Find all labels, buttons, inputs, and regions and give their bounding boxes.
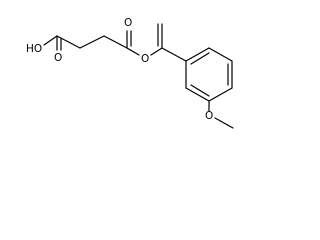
- atom-hydroxyl: HO: [26, 43, 42, 55]
- bonds: [43, 23, 234, 129]
- ring-bond-2: [208, 47, 233, 62]
- atom-ester-carbonyl-oxygen: O: [124, 17, 132, 29]
- bond-c5-ring: [161, 47, 187, 62]
- atom-ester-oxygen: O: [141, 53, 149, 65]
- ring-inner-1: [190, 52, 210, 65]
- bond-c1-c2: [56, 35, 81, 49]
- ring-bond-1: [185, 47, 210, 62]
- atom-methoxy-oxygen: O: [205, 110, 213, 122]
- bond-c2-c3: [79, 35, 105, 49]
- bond-c3-c4: [103, 35, 128, 49]
- molecule-svg: HO O O O O: [26, 17, 234, 129]
- bond-c4-oester: [126, 47, 140, 56]
- atom-labels: HO O O O O: [26, 17, 213, 122]
- bond-ome-ch3: [214, 117, 234, 129]
- bond-ho-c1: [43, 35, 58, 46]
- ring-bond-4: [208, 87, 233, 102]
- ring-bond-5: [185, 87, 210, 102]
- structure-diagram: HO O O O O: [0, 0, 252, 138]
- bond-oester-c5: [150, 47, 163, 56]
- ring-inner-3: [190, 84, 210, 97]
- atom-acid-carbonyl-oxygen: O: [54, 52, 62, 64]
